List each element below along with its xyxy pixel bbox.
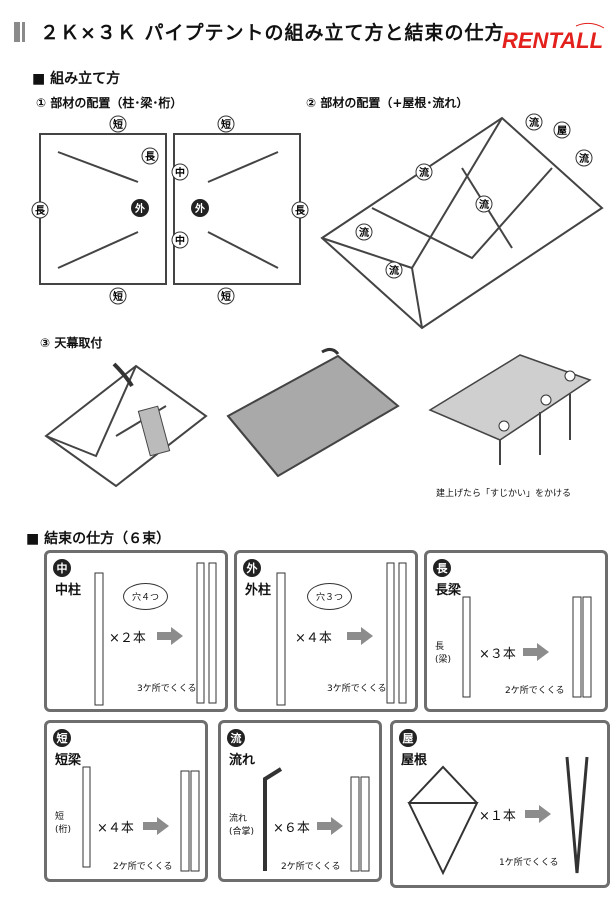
arrow-right-icon <box>525 805 551 823</box>
hole-count-bubble-soto: 穴３つ <box>307 583 353 610</box>
rentall-logo: RENTALL <box>502 22 605 53</box>
binding-card-nagare: 流 流れ 流れ (合掌) ×６本 2ケ所でくくる <box>218 720 382 882</box>
fig2-label-nagare-6: 流 <box>389 264 399 277</box>
fig2-roof-frame: 流 屋 流 流 流 流 流 <box>312 108 612 338</box>
side-label-nagare: 流れ (合掌) <box>229 814 255 837</box>
arrow-right-icon <box>143 817 169 835</box>
step3-label: ③ 天幕取付 <box>40 336 103 350</box>
bundle-illustration-naka <box>196 562 217 704</box>
multiplier-soto: ×４本 <box>295 631 332 646</box>
roof-frame-illustration <box>407 765 479 876</box>
fig1-label-naka-2: 中 <box>175 234 185 247</box>
fig2-label-nagare-1: 流 <box>529 116 539 129</box>
fig2-label-nagare-3: 流 <box>419 166 429 179</box>
fig1-label-tan-1: 短 <box>113 118 123 131</box>
binding-card-naka-bashira: 中 中柱 穴４つ ×２本 3ケ所でくくる <box>44 550 228 712</box>
binding-card-naga-bari: 長 長梁 長 (梁) ×３本 2ケ所でくくる <box>424 550 608 712</box>
tie-note-cho: 2ケ所でくくる <box>505 686 565 696</box>
bundle-illustration-nagare <box>350 776 370 872</box>
multiplier-cho: ×３本 <box>479 647 516 662</box>
step2-label: ② 部材の配置（+屋根･流れ） <box>306 96 469 110</box>
badge-nagare: 流 <box>227 729 245 747</box>
tie-note-tan: 2ケ所でくくる <box>113 862 173 872</box>
bundle-illustration-soto <box>386 562 407 704</box>
fig2-label-nagare-2: 流 <box>579 152 589 165</box>
pole-illustration-soto <box>276 572 286 706</box>
fig1-label-cho-2: 長 <box>295 205 306 217</box>
arrow-right-icon <box>347 627 373 645</box>
tie-note-naka: 3ケ所でくくる <box>137 684 197 694</box>
fig3c-people-raising-tent <box>428 354 592 465</box>
binding-card-yane: 屋 屋根 ×１本 1ケ所でくくる <box>390 720 610 888</box>
arrow-right-icon <box>523 643 549 661</box>
fig3a-frame-with-cover-roll <box>44 362 208 488</box>
side-label-tan: 短 (桁) <box>55 812 72 835</box>
title-accent-bar <box>14 22 20 42</box>
hole-count-bubble-naka: 穴４つ <box>123 583 169 610</box>
arrow-right-icon <box>157 627 183 645</box>
badge-tan: 短 <box>53 729 71 747</box>
bundle-illustration-cho <box>572 596 592 698</box>
fig3-caption: 建上げたら「すじかい」をかける <box>436 489 572 499</box>
tie-note-nagare: 2ケ所でくくる <box>281 862 341 872</box>
badge-yane: 屋 <box>399 729 417 747</box>
title-accent-bar-2 <box>22 22 25 42</box>
arrow-right-icon <box>317 817 343 835</box>
multiplier-naka: ×２本 <box>109 631 146 646</box>
fig1-label-tan-4: 短 <box>221 290 231 303</box>
badge-cho: 長 <box>433 559 451 577</box>
tie-note-yane: 1ケ所でくくる <box>499 858 559 868</box>
item-name-naka: 中柱 <box>55 583 82 598</box>
fig1-label-cho-1: 長 <box>35 205 46 217</box>
rafter-illustration-nagare <box>263 767 283 871</box>
fig3b-covered-tent <box>226 347 400 478</box>
fig1-label-tan-2: 短 <box>221 118 231 131</box>
binding-heading: ■ 結束の仕方（６束） <box>26 531 171 547</box>
item-name-yane: 屋根 <box>401 753 428 768</box>
fig2-label-nagare-4: 流 <box>479 198 489 211</box>
fig1-frame-layout: 短 短 短 短 長 長 長 中 中 外 外 <box>28 112 310 312</box>
fig1-label-soto-1: 外 <box>134 202 145 215</box>
item-name-soto: 外柱 <box>245 583 272 598</box>
item-name-tan: 短梁 <box>55 753 82 768</box>
beam-illustration-cho <box>462 596 471 698</box>
fig2-label-yane: 屋 <box>557 125 567 137</box>
tie-note-soto: 3ケ所でくくる <box>327 684 387 694</box>
multiplier-tan: ×４本 <box>97 821 134 836</box>
pole-illustration-naka <box>94 572 104 706</box>
fig1-label-naka-1: 中 <box>175 166 185 179</box>
beam-illustration-tan <box>82 766 91 868</box>
binding-card-tan-bari: 短 短梁 短 (桁) ×４本 2ケ所でくくる <box>44 720 208 882</box>
step1-label: ① 部材の配置（柱･梁･桁） <box>36 96 183 110</box>
multiplier-nagare: ×６本 <box>273 821 310 836</box>
badge-naka: 中 <box>53 559 71 577</box>
fig1-label-soto-2: 外 <box>194 202 205 215</box>
page-title: ２Ｋ×３Ｋ パイプテントの組み立て方と結束の仕方 <box>40 22 505 44</box>
item-name-nagare: 流れ <box>229 753 256 768</box>
side-label-cho: 長 (梁) <box>435 642 452 665</box>
logo-text: RENTALL <box>502 28 603 53</box>
fig1-label-tan-3: 短 <box>113 290 123 303</box>
fig2-label-nagare-5: 流 <box>359 226 369 239</box>
assembly-heading: ■ 組み立て方 <box>32 71 121 87</box>
bundle-illustration-tan <box>180 770 200 872</box>
badge-soto: 外 <box>243 559 261 577</box>
multiplier-yane: ×１本 <box>479 809 516 824</box>
fig1-label-cho-3: 長 <box>145 151 156 163</box>
item-name-cho: 長梁 <box>435 583 462 598</box>
bundle-illustration-yane <box>565 756 589 874</box>
binding-card-soto-bashira: 外 外柱 穴３つ ×４本 3ケ所でくくる <box>234 550 418 712</box>
